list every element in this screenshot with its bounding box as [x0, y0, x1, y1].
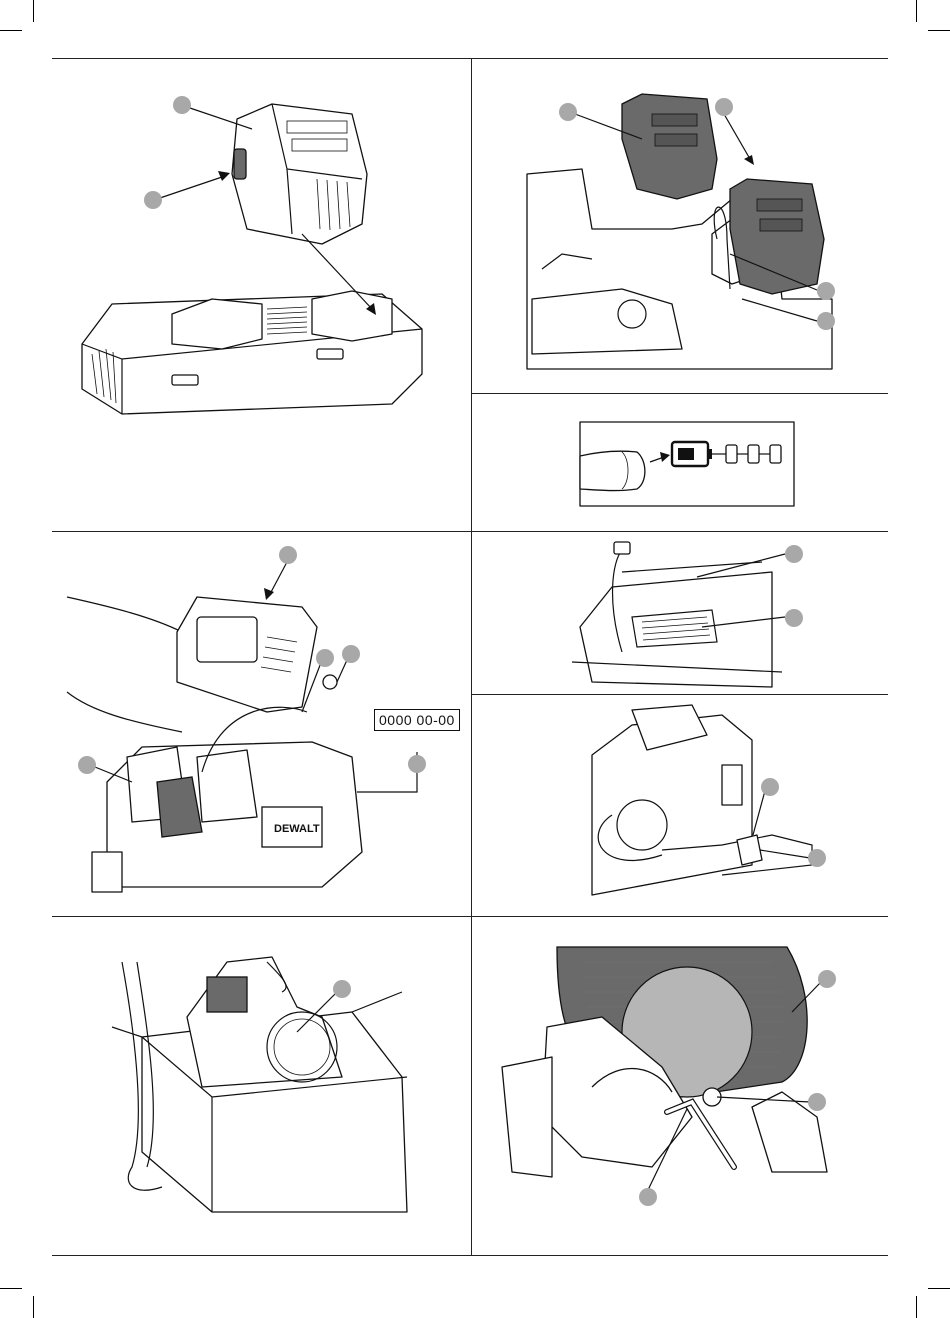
callout-marker: [316, 649, 334, 667]
callout-marker: [279, 546, 297, 564]
figure-lock-bar: [472, 532, 888, 694]
blade-change-illustration: [472, 917, 888, 1255]
figure-blade-change: [472, 917, 888, 1255]
callout-marker: [817, 282, 835, 300]
callout-marker: [342, 645, 360, 663]
crop-mark: [0, 30, 22, 31]
figure-head-lock: [472, 695, 888, 916]
callout-marker: [639, 1188, 657, 1206]
fuel-gauge-illustration: [472, 394, 888, 531]
date-code-label: 0000 00-00: [374, 709, 460, 731]
callout-marker: [818, 970, 836, 988]
callout-marker: [144, 191, 162, 209]
figure-battery-cover: DEWALT 0000 00-00: [52, 532, 470, 916]
callout-marker: [559, 103, 577, 121]
figure-battery-install: [472, 59, 888, 393]
callout-marker: [333, 980, 351, 998]
crop-mark: [0, 1288, 22, 1289]
crop-mark: [33, 1296, 34, 1318]
callout-marker: [78, 756, 96, 774]
battery-install-illustration: [472, 59, 888, 393]
brand-label: DEWALT: [274, 823, 320, 835]
callout-marker: [715, 98, 733, 116]
crop-mark: [916, 1296, 917, 1318]
callout-marker: [808, 849, 826, 867]
crop-mark: [928, 1288, 950, 1289]
callout-marker: [785, 545, 803, 563]
figure-charger: [52, 59, 470, 531]
callout-marker: [408, 755, 426, 773]
carry-illustration: [52, 917, 470, 1255]
bottom-rule: [52, 1255, 888, 1256]
callout-marker: [817, 312, 835, 330]
callout-marker: [173, 96, 191, 114]
crop-mark: [33, 0, 34, 22]
figure-fuel-gauge: [472, 394, 888, 531]
figure-carry: [52, 917, 470, 1255]
crop-mark: [928, 30, 950, 31]
head-lock-illustration: [472, 695, 888, 916]
callout-marker: [808, 1093, 826, 1111]
crop-mark: [916, 0, 917, 22]
lock-bar-illustration: [472, 532, 888, 694]
callout-marker: [785, 609, 803, 627]
callout-marker: [761, 778, 779, 796]
charger-illustration: [52, 59, 470, 531]
